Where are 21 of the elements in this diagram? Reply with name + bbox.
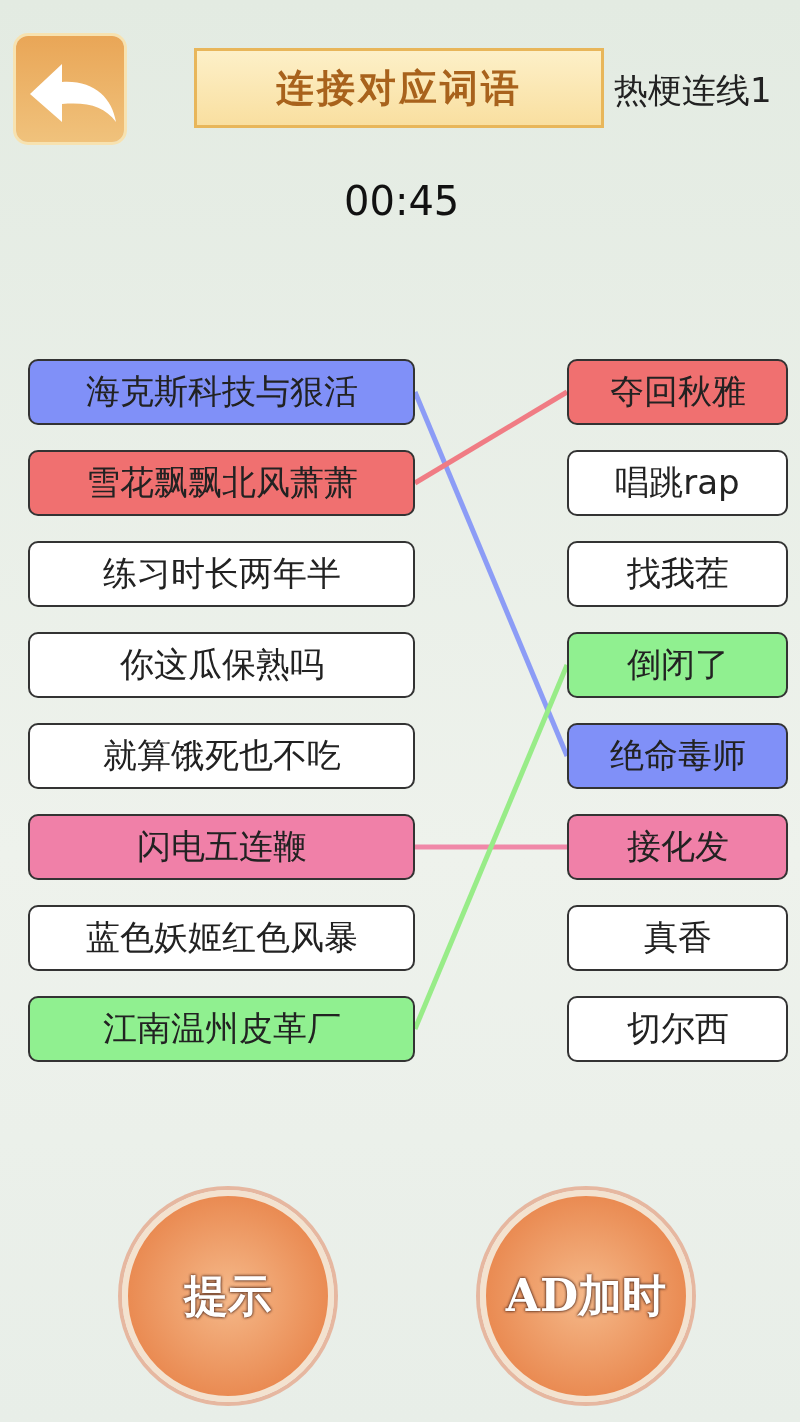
word-card: 切尔西	[567, 996, 788, 1062]
word-card: 找我茬	[567, 541, 788, 607]
word-card: 海克斯科技与狠活	[28, 359, 415, 425]
word-card: 绝命毒师	[567, 723, 788, 789]
word-card: 雪花飘飘北风萧萧	[28, 450, 415, 516]
word-card: 练习时长两年半	[28, 541, 415, 607]
countdown-timer: 00:45	[344, 178, 460, 224]
level-name: 热梗连线1	[614, 69, 772, 112]
title-banner: 连接对应词语	[194, 48, 604, 128]
word-card: 江南温州皮革厂	[28, 996, 415, 1062]
word-card: 唱跳rap	[567, 450, 788, 516]
word-card: 你这瓜保熟吗	[28, 632, 415, 698]
word-card: 夺回秋雅	[567, 359, 788, 425]
connecting-line	[415, 844, 567, 850]
word-card: 闪电五连鞭	[28, 814, 415, 880]
word-card: 倒闭了	[567, 632, 788, 698]
word-card: 蓝色妖姬红色风暴	[28, 905, 415, 971]
word-card: 真香	[567, 905, 788, 971]
word-card: 接化发	[567, 814, 788, 880]
connecting-line	[413, 389, 569, 486]
word-card: 就算饿死也不吃	[28, 723, 415, 789]
